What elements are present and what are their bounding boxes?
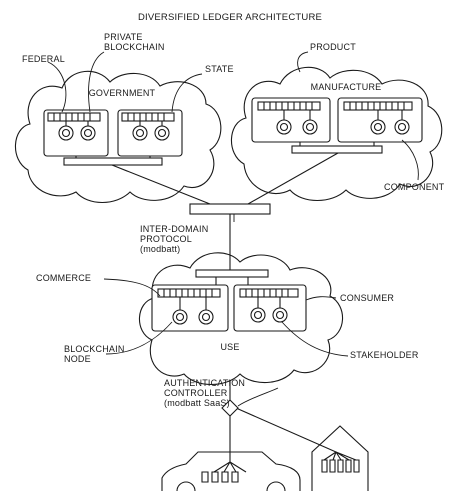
protocol-label-line3: (modbatt) xyxy=(140,244,180,254)
controller-label-line2: CONTROLLER xyxy=(164,388,228,398)
controller-label-line3: (modbatt SaaS) xyxy=(164,398,230,408)
product-blockchain-box xyxy=(252,98,330,142)
callout-component: COMPONENT xyxy=(384,182,445,192)
manufacture-label: MANUFACTURE xyxy=(311,82,382,92)
house-icon xyxy=(312,426,368,491)
government-cloud: GOVERNMENT xyxy=(15,71,220,202)
private-blockchain-box-right xyxy=(118,110,182,156)
callout-node-line1: BLOCKCHAIN xyxy=(64,344,125,354)
callout-private-line1: PRIVATE xyxy=(104,32,143,42)
consumer-blockchain-box xyxy=(234,285,306,331)
use-cloud: USE xyxy=(139,253,342,385)
use-hub-bar xyxy=(196,270,268,277)
controller-label-line1: AUTHENTICATION xyxy=(164,378,245,388)
protocol-label-line2: PROTOCOL xyxy=(140,234,192,244)
callout-consumer: CONSUMER xyxy=(340,293,394,303)
callout-product: PRODUCT xyxy=(310,42,356,52)
callout-private-line2: BLOCKCHAIN xyxy=(104,42,165,52)
callout-node-line2: NODE xyxy=(64,354,91,364)
callout-stakeholder: STAKEHOLDER xyxy=(350,350,419,360)
car-icon xyxy=(162,452,300,491)
controller-links xyxy=(230,380,336,462)
inter-domain-protocol-bar xyxy=(190,204,270,214)
callout-state: STATE xyxy=(205,64,234,74)
callout-commerce: COMMERCE xyxy=(36,273,91,283)
government-label: GOVERNMENT xyxy=(89,88,156,98)
government-hub-bar xyxy=(64,158,162,165)
diagram-title: DIVERSIFIED LEDGER ARCHITECTURE xyxy=(138,12,322,23)
component-blockchain-box xyxy=(338,98,422,142)
private-blockchain-box-left xyxy=(44,110,108,156)
callout-federal: FEDERAL xyxy=(22,54,65,64)
commerce-blockchain-box xyxy=(152,285,228,331)
protocol-label-line1: INTER-DOMAIN xyxy=(140,224,208,234)
manufacture-cloud: MANUFACTURE xyxy=(231,67,441,200)
use-label: USE xyxy=(220,342,239,352)
manufacture-hub-bar xyxy=(292,146,382,153)
